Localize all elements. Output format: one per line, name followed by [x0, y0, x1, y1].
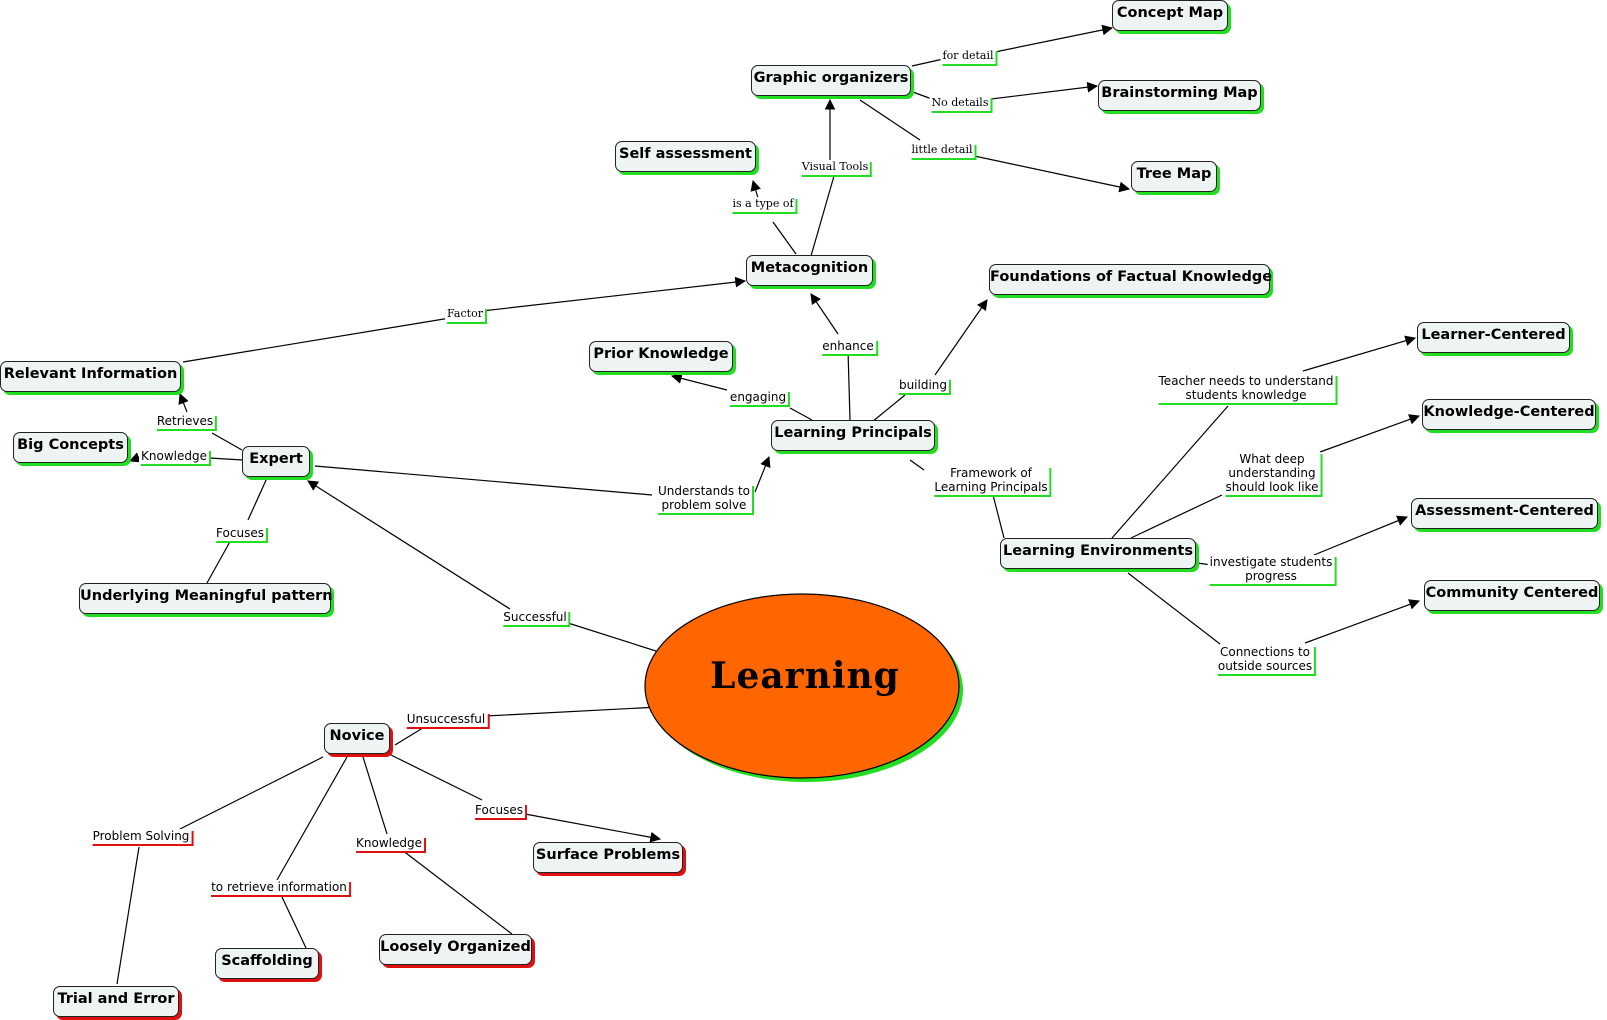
node-knowledge-centered[interactable]: Knowledge-Centered — [1422, 399, 1596, 430]
connector-line — [789, 407, 813, 421]
node-learner-centered[interactable]: Learner-Centered — [1417, 322, 1570, 353]
connector-line — [1130, 494, 1223, 539]
connector-line — [992, 494, 1005, 539]
link-label-is-a-type-of: is a type of — [730, 197, 796, 212]
learning-center-label[interactable]: Learning — [710, 655, 900, 697]
node-relevant-information[interactable]: Relevant Information — [0, 361, 181, 392]
connector-line — [909, 459, 925, 471]
connector-line — [1304, 599, 1421, 644]
link-label-for-detail: for detail — [940, 49, 996, 64]
node-big-concepts[interactable]: Big Concepts — [13, 432, 128, 463]
connector-line — [178, 392, 189, 413]
node-novice[interactable]: Novice — [324, 723, 390, 754]
node-metacognition[interactable]: Metacognition — [746, 255, 873, 286]
link-label-teacher-needs: Teacher needs to understand students kno… — [1156, 374, 1336, 403]
link-label-focuses-novice: Focuses — [473, 803, 525, 818]
connector-line — [772, 221, 797, 255]
connector-line — [859, 99, 921, 141]
link-label-framework: Framework of Learning Principals — [932, 466, 1050, 495]
link-label-engaging: engaging — [727, 390, 789, 405]
connector-line — [481, 276, 747, 312]
link-label-to-retrieve: to retrieve information — [209, 880, 349, 895]
connector-line — [810, 175, 835, 257]
connector-line — [362, 756, 388, 835]
connector-line — [989, 24, 1114, 54]
link-label-knowledge-novice: Knowledge — [354, 836, 424, 851]
connector-line — [206, 537, 233, 584]
node-tree-map[interactable]: Tree Map — [1131, 161, 1217, 192]
connector-line — [179, 756, 324, 830]
link-label-problem-solving: Problem Solving — [90, 829, 192, 844]
connector-line — [390, 754, 483, 801]
node-community-centered[interactable]: Community Centered — [1424, 580, 1600, 611]
link-label-enhance: enhance — [820, 339, 876, 354]
node-graphic-organizers[interactable]: Graphic organizers — [751, 65, 911, 96]
connector-line — [307, 480, 511, 610]
link-label-what-deep: What deep understanding should look like — [1223, 452, 1321, 495]
node-trial-and-error[interactable]: Trial and Error — [53, 986, 179, 1017]
node-self-assessment[interactable]: Self assessment — [615, 141, 756, 172]
connector-line — [871, 394, 906, 423]
node-underlying-meaningful-pattern[interactable]: Underlying Meaningful pattern — [79, 583, 333, 614]
link-label-investigate: investigate students progress — [1207, 555, 1335, 584]
link-label-factor: Factor — [445, 307, 485, 322]
connector-line — [314, 465, 653, 496]
connector-line — [128, 452, 142, 463]
link-label-unsuccessful: Unsuccessful — [404, 712, 488, 727]
link-label-understands: Understands to problem solve — [656, 484, 752, 513]
connector-line — [754, 455, 771, 493]
connector-line — [1313, 515, 1408, 556]
connector-line — [1111, 405, 1229, 539]
connector-line — [934, 299, 988, 376]
connector-line — [1127, 572, 1221, 645]
node-prior-knowledge[interactable]: Prior Knowledge — [589, 341, 733, 372]
link-label-building: building — [896, 378, 950, 393]
link-label-successful: Successful — [501, 610, 569, 625]
connector-line — [208, 457, 244, 461]
link-label-connections: Connections to outside sources — [1215, 645, 1315, 674]
link-label-visual-tools: Visual Tools — [799, 160, 871, 175]
connector-line — [847, 349, 851, 421]
node-loosely-organized[interactable]: Loosely Organized — [379, 934, 532, 965]
connector-line — [670, 373, 728, 391]
node-expert[interactable]: Expert — [242, 446, 310, 477]
connector-line — [116, 846, 140, 985]
connector-line — [211, 432, 243, 451]
node-foundations-of-factual-knowledge[interactable]: Foundations of Factual Knowledge — [989, 264, 1272, 295]
connector-line — [276, 756, 348, 881]
node-scaffolding[interactable]: Scaffolding — [215, 948, 319, 979]
link-label-knowledge-expert: Knowledge — [139, 449, 209, 464]
connector-line — [982, 81, 1099, 101]
connector-line — [247, 477, 268, 521]
node-learning-environments[interactable]: Learning Environments — [1000, 538, 1196, 569]
link-label-retrieves: Retrieves — [154, 414, 216, 429]
connector-line — [281, 896, 307, 949]
connector-line — [524, 813, 662, 843]
link-label-focuses-expert: Focuses — [214, 526, 266, 541]
connector-line — [1302, 335, 1417, 372]
connector-line — [750, 179, 761, 199]
node-assessment-centered[interactable]: Assessment-Centered — [1411, 498, 1598, 529]
node-concept-map[interactable]: Concept Map — [1112, 0, 1228, 31]
connector-line — [964, 153, 1131, 193]
connector-line — [485, 706, 660, 717]
link-label-little-detail: little detail — [909, 143, 975, 158]
node-learning-principals[interactable]: Learning Principals — [771, 420, 935, 451]
connector-line — [401, 849, 513, 935]
connector-line — [394, 725, 427, 746]
connector-line — [182, 317, 451, 363]
link-label-no-details: No details — [929, 96, 991, 111]
node-surface-problems[interactable]: Surface Problems — [533, 842, 683, 873]
connector-line — [810, 293, 839, 335]
connector-line — [1319, 414, 1421, 453]
node-brainstorming-map[interactable]: Brainstorming Map — [1098, 80, 1261, 111]
